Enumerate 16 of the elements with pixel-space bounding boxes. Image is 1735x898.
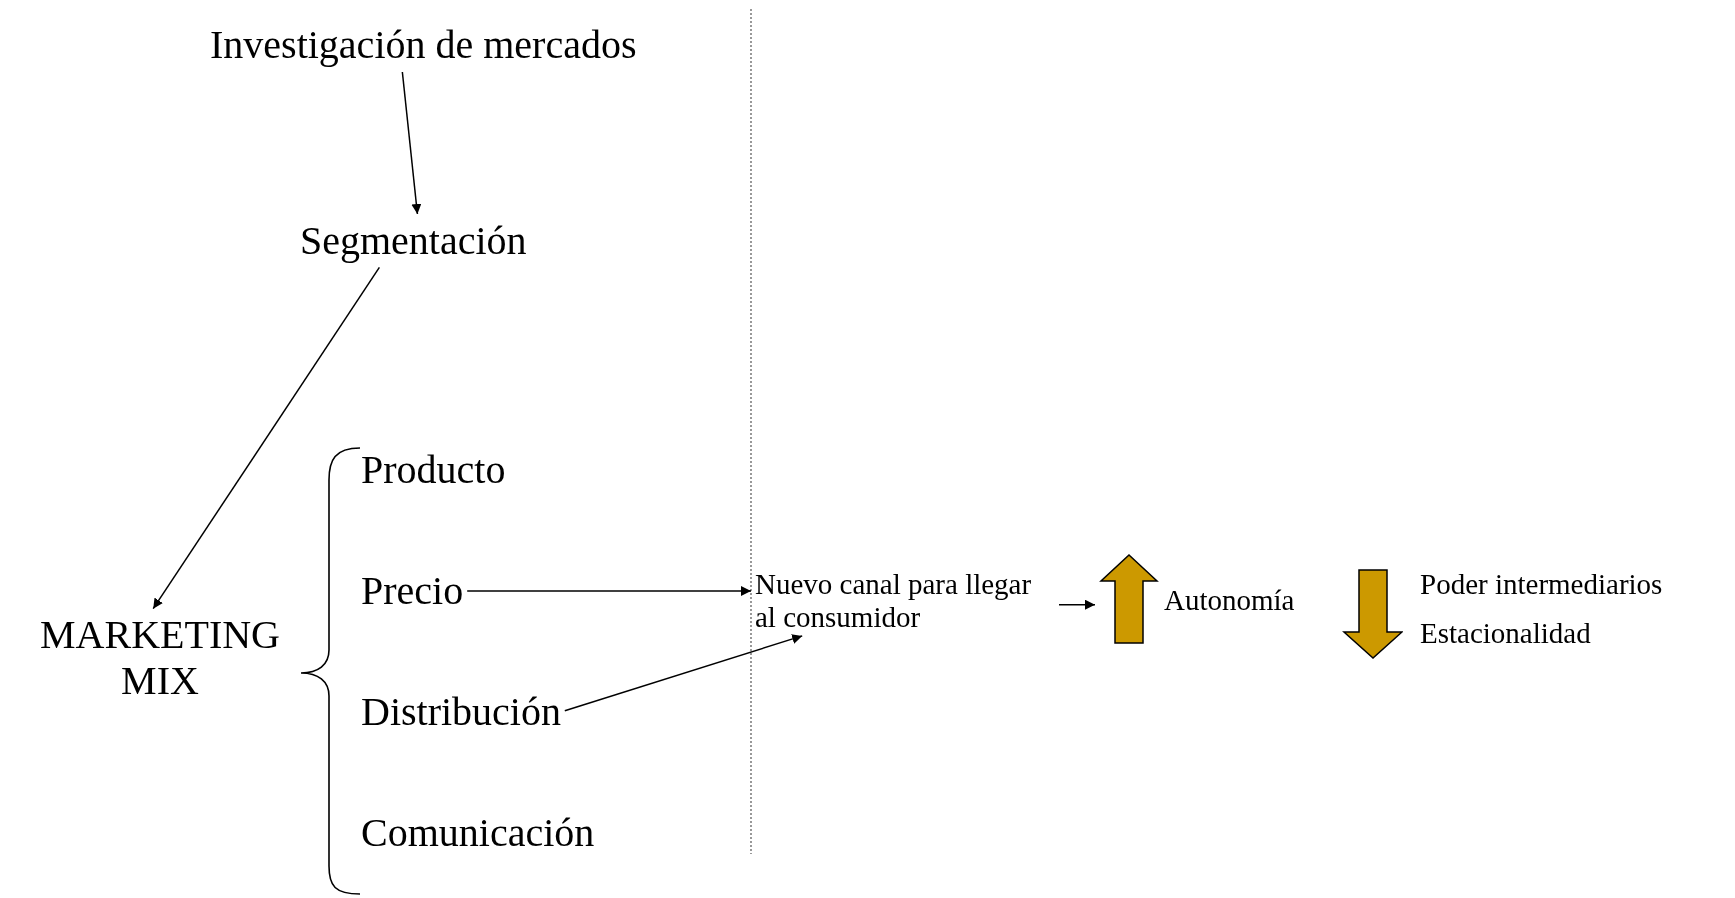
arrow xyxy=(152,266,381,610)
arrow xyxy=(466,586,752,596)
arrow xyxy=(1058,599,1096,610)
node-label: Comunicación xyxy=(361,810,595,856)
node-label: Producto xyxy=(361,447,506,493)
side-text: Estacionalidad xyxy=(1420,616,1591,651)
node-label: Investigación de mercados xyxy=(210,22,637,68)
arrow xyxy=(401,71,422,215)
side-text: Poder intermediarios xyxy=(1420,567,1663,602)
node-label: Precio xyxy=(361,568,464,614)
node-label: Distribución xyxy=(361,689,561,735)
side-text: Autonomía xyxy=(1164,583,1295,618)
node-label: Nuevo canal para llegar al consumidor xyxy=(755,568,1055,635)
arrow xyxy=(564,634,803,712)
node-label: Segmentación xyxy=(300,218,527,264)
node-label: MARKETING MIX xyxy=(10,612,310,704)
